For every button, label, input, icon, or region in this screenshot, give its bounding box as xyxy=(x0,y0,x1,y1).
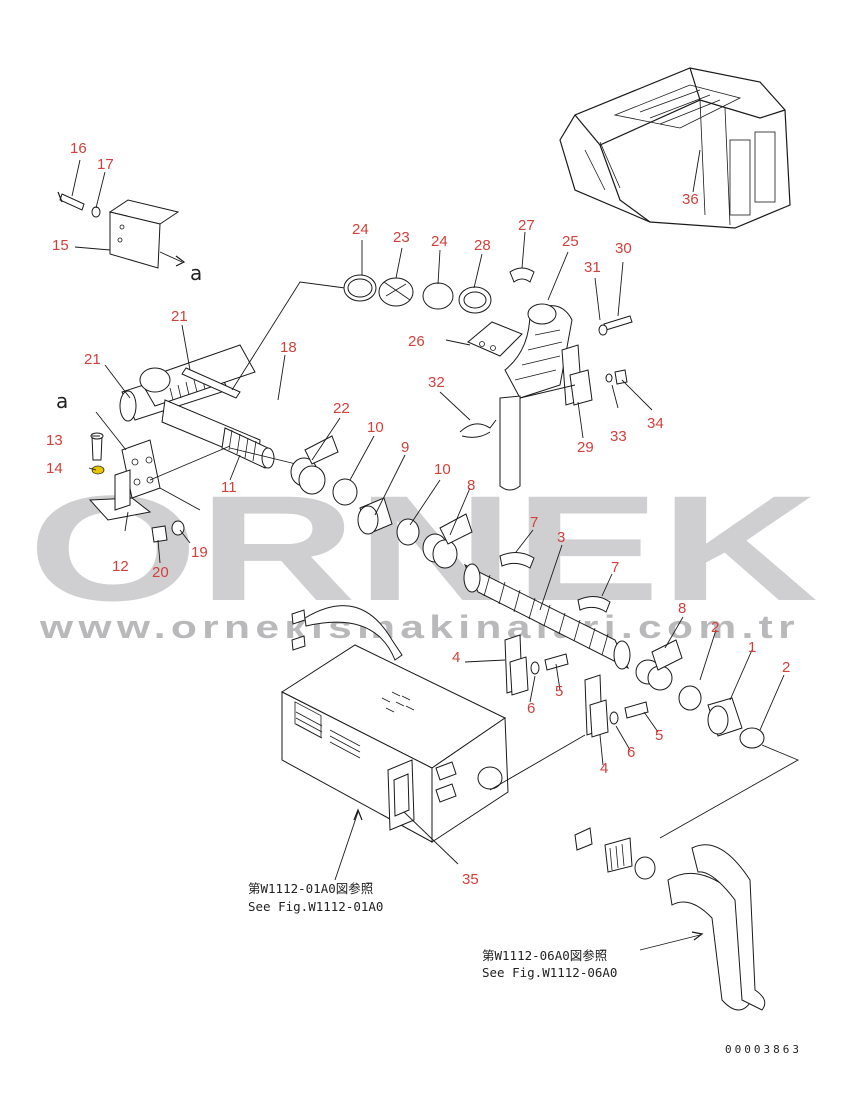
callout-5-top: 5 xyxy=(555,683,563,700)
callout-23: 23 xyxy=(393,229,410,246)
left-ducts xyxy=(119,344,275,469)
callout-20: 20 xyxy=(152,564,169,581)
callout-16: 16 xyxy=(70,140,87,157)
main-hose xyxy=(463,552,631,670)
callout-8-bottom: 8 xyxy=(678,600,686,617)
callout-28: 28 xyxy=(474,237,491,254)
callout-12: 12 xyxy=(112,558,129,575)
reference-1-english: See Fig.W1112-01A0 xyxy=(248,899,383,914)
callout-31: 31 xyxy=(584,259,601,276)
callout-17: 17 xyxy=(97,156,114,173)
callout-27: 27 xyxy=(518,217,535,234)
hose-fittings-top xyxy=(231,267,535,391)
callout-30: 30 xyxy=(615,240,632,257)
bracket-assembly xyxy=(88,411,231,543)
callout-6-top: 6 xyxy=(527,700,535,717)
reference-2-english: See Fig.W1112-06A0 xyxy=(482,965,617,980)
callout-15: 15 xyxy=(52,237,69,254)
callouts: 16 17 15 36 24 23 24 28 27 25 30 31 26 3… xyxy=(46,140,790,888)
right-clamps xyxy=(635,639,800,839)
callout-2-right: 2 xyxy=(782,659,790,676)
callout-6-bottom: 6 xyxy=(627,744,635,761)
connection-mark-a-left: a xyxy=(56,389,68,413)
callout-1: 1 xyxy=(748,639,756,656)
callout-35: 35 xyxy=(462,871,479,888)
cab-assembly xyxy=(559,67,791,229)
callout-4-top: 4 xyxy=(452,649,460,666)
callout-3: 3 xyxy=(557,529,565,546)
callout-24-left: 24 xyxy=(352,221,369,238)
callout-8-top: 8 xyxy=(467,477,475,494)
callout-25: 25 xyxy=(562,233,579,250)
callout-36: 36 xyxy=(682,191,699,208)
callout-14: 14 xyxy=(46,460,63,477)
document-number: 00003863 xyxy=(725,1043,802,1056)
callout-18: 18 xyxy=(280,339,297,356)
reference-1-japanese: 第W1112-01A0図参照 xyxy=(248,881,373,896)
connection-marks: a a xyxy=(56,261,202,413)
callout-9: 9 xyxy=(401,439,409,456)
watermark: ORNEK www.orneкismakinalari.com.tr xyxy=(28,464,818,645)
callout-22: 22 xyxy=(333,400,350,417)
callout-29: 29 xyxy=(577,439,594,456)
callout-32: 32 xyxy=(428,374,445,391)
lower-fittings xyxy=(574,827,766,1011)
callout-24-right: 24 xyxy=(431,233,448,250)
cover-plate xyxy=(57,191,186,269)
leader-lines xyxy=(71,159,785,951)
callout-10-bottom: 10 xyxy=(434,461,451,478)
brackets-4-5-6 xyxy=(504,634,649,738)
callout-21-left: 21 xyxy=(84,351,101,368)
vertical-duct xyxy=(459,303,633,491)
callout-11: 11 xyxy=(221,479,237,496)
connection-mark-a-right: a xyxy=(190,261,202,285)
reference-2-japanese: 第W1112-06A0図参照 xyxy=(482,948,607,963)
heater-unit xyxy=(280,605,586,865)
callout-13: 13 xyxy=(46,432,63,449)
callout-10-top: 10 xyxy=(367,419,384,436)
callout-2-left: 2 xyxy=(711,619,719,636)
callout-5-bottom: 5 xyxy=(655,727,663,744)
clamp-row xyxy=(229,435,473,569)
callout-19: 19 xyxy=(191,544,208,561)
callout-7-left: 7 xyxy=(530,514,538,531)
callout-26: 26 xyxy=(408,333,425,350)
callout-7-right: 7 xyxy=(611,559,619,576)
callout-21-top: 21 xyxy=(171,308,188,325)
callout-33: 33 xyxy=(610,428,627,445)
callout-34: 34 xyxy=(647,415,664,432)
figure-references: 第W1112-01A0図参照 See Fig.W1112-01A0 第W1112… xyxy=(248,881,617,980)
callout-4-bottom: 4 xyxy=(600,760,608,777)
